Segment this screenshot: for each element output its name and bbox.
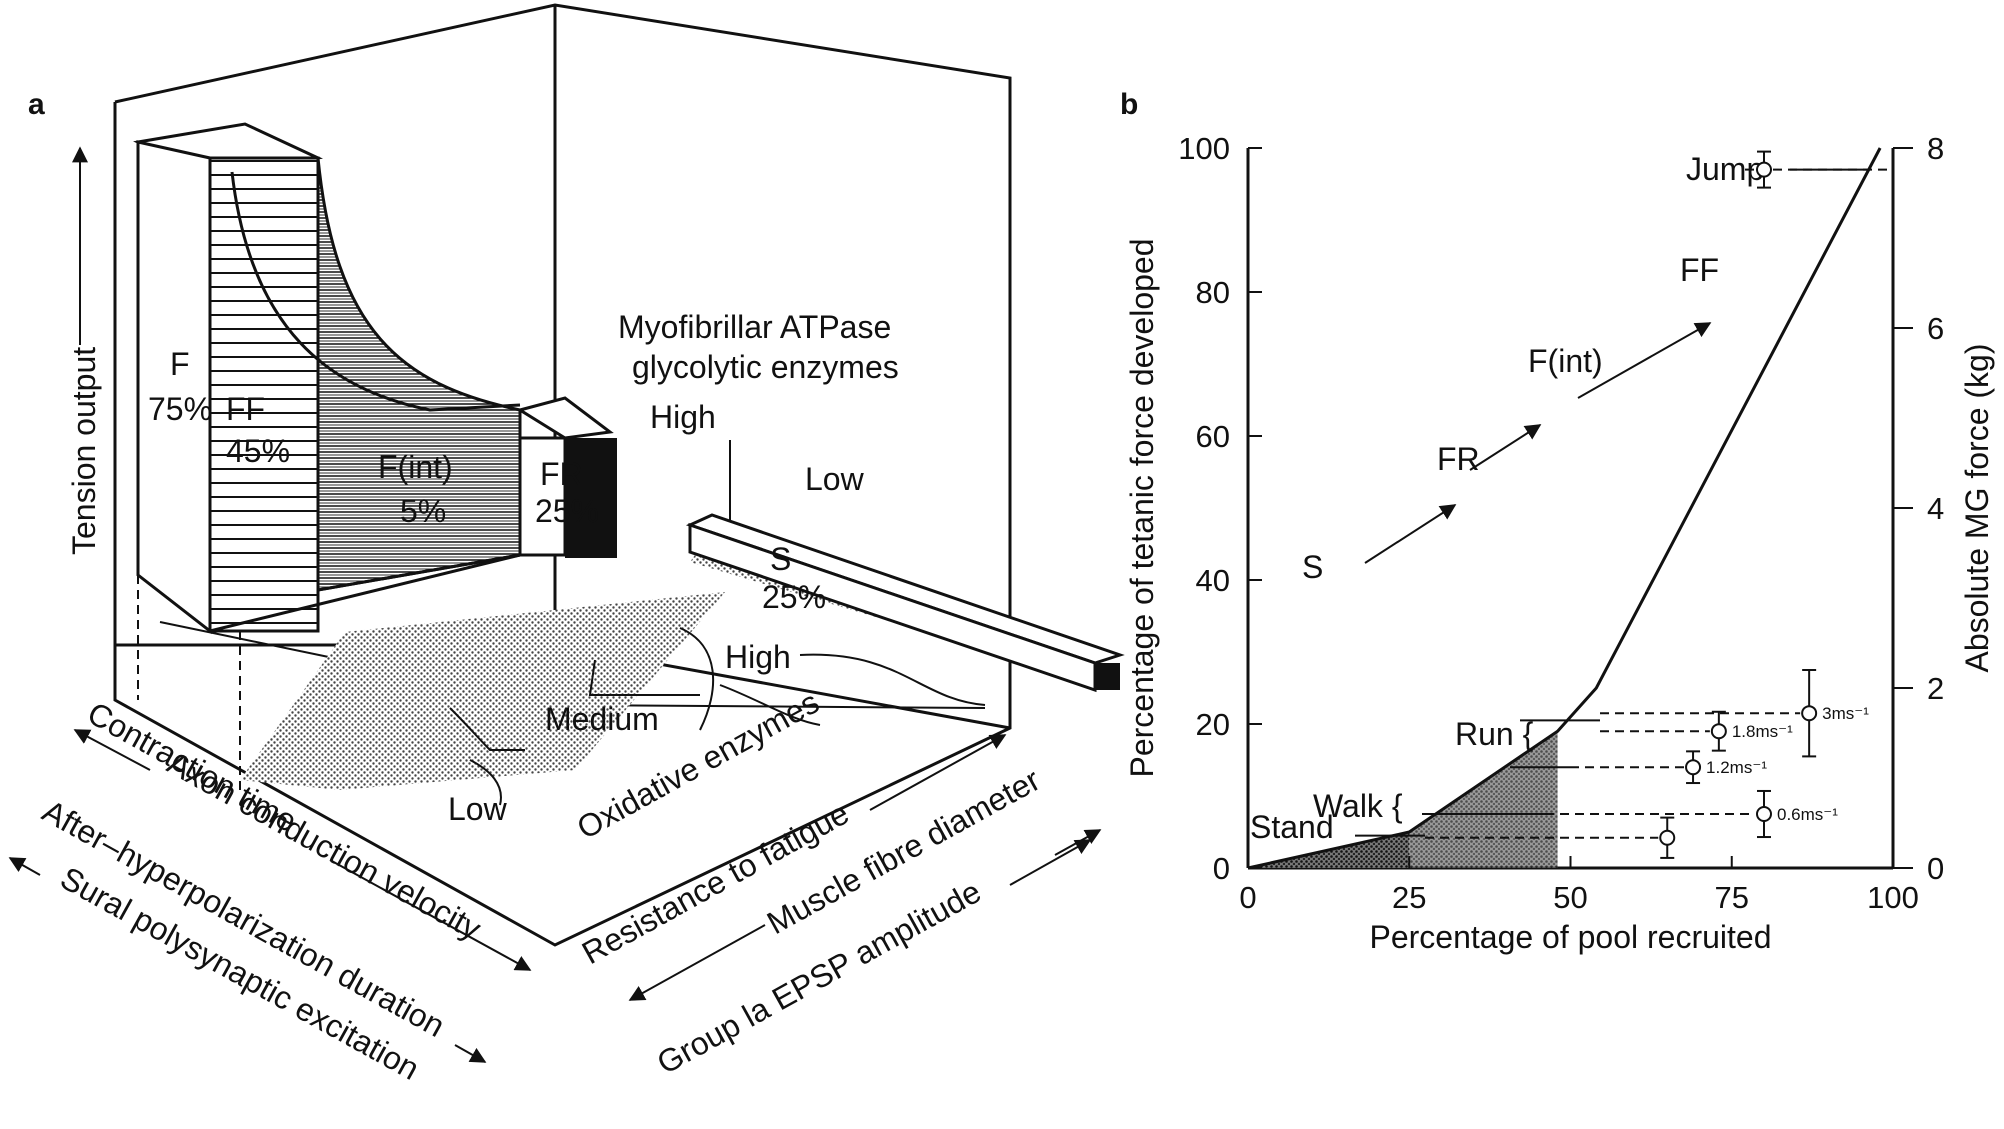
x-tick-label: 75 bbox=[1715, 880, 1749, 915]
label-ff: FF bbox=[226, 391, 265, 427]
atpase-low: Low bbox=[805, 461, 865, 497]
recruitment-arrow-3 bbox=[1577, 322, 1712, 399]
data-point bbox=[1685, 759, 1702, 776]
label-fint-pct: 5% bbox=[400, 493, 446, 529]
oxidative-low: Low bbox=[448, 791, 508, 827]
speed-label: 1.2ms⁻¹ bbox=[1706, 758, 1767, 777]
task-label-walk: Walk { bbox=[1313, 788, 1403, 824]
left-axis-arrow-1 bbox=[329, 859, 532, 971]
atpase-title-line1: Myofibrillar ATPase bbox=[618, 309, 891, 345]
floor-shadow bbox=[240, 592, 725, 790]
label-f-pct: 75% bbox=[148, 391, 212, 427]
recruitment-label-ff: FF bbox=[1680, 252, 1719, 288]
recruitment-label-fint: F(int) bbox=[1528, 343, 1603, 379]
left-axis-ahp-duration: After–hyperpolarization duration bbox=[37, 793, 451, 1044]
recruitment-label-s: S bbox=[1302, 549, 1323, 585]
motor-unit-fr-box bbox=[516, 396, 617, 558]
y2-tick-label: 8 bbox=[1927, 131, 1944, 166]
speed-label: 1.8ms⁻¹ bbox=[1732, 722, 1793, 741]
y-tick-label: 40 bbox=[1196, 563, 1230, 598]
recruitment-curve bbox=[1247, 147, 1882, 870]
right-axis-arrow-3 bbox=[1054, 829, 1102, 856]
y2-tick-label: 6 bbox=[1927, 311, 1944, 346]
x-axis-title: Percentage of pool recruited bbox=[1369, 919, 1771, 955]
recruitment-arrow-2 bbox=[1469, 424, 1542, 471]
data-point bbox=[1756, 806, 1772, 822]
leader-oxidative bbox=[719, 684, 821, 726]
label-fr: FR bbox=[540, 456, 583, 492]
label-s-pct: 25% bbox=[762, 579, 826, 615]
label-f: F bbox=[170, 346, 190, 382]
speed-label: 3ms⁻¹ bbox=[1822, 704, 1869, 723]
x-tick-label: 25 bbox=[1392, 880, 1426, 915]
motor-unit-fint-region bbox=[209, 157, 522, 633]
atpase-title-line2: glycolytic enzymes bbox=[632, 349, 899, 385]
data-point bbox=[1710, 723, 1727, 740]
y-tick-label: 100 bbox=[1178, 131, 1230, 166]
leader-low bbox=[469, 759, 502, 806]
recruitment-arrow-1 bbox=[1364, 504, 1457, 564]
panel-a-label: a bbox=[28, 88, 45, 121]
task-label-stand: Stand bbox=[1250, 809, 1334, 845]
y2-tick-label: 2 bbox=[1927, 671, 1944, 706]
y-tick-label: 60 bbox=[1196, 419, 1230, 454]
recruitment-label-fr: FR bbox=[1437, 441, 1480, 477]
right-axis-arrow-1 bbox=[869, 734, 1007, 811]
leader-medium bbox=[449, 707, 525, 751]
left-axis-arrow-3 bbox=[454, 1044, 487, 1063]
panel-a: a Tension output bbox=[8, 3, 1125, 1087]
shaded-region-fast bbox=[1409, 731, 1558, 868]
tension-output-label: Tension output bbox=[66, 347, 102, 555]
y2-axis-title: Absolute MG force (kg) bbox=[1959, 344, 1995, 673]
y-tick-label: 20 bbox=[1196, 707, 1230, 742]
right-axis-arrow-4 bbox=[1009, 839, 1092, 886]
leader-high-right bbox=[799, 653, 986, 706]
leader-high bbox=[588, 659, 700, 696]
data-point bbox=[1801, 705, 1818, 722]
x-tick-label: 0 bbox=[1239, 880, 1256, 915]
y-tick-label: 80 bbox=[1196, 275, 1230, 310]
y2-tick-label: 0 bbox=[1927, 851, 1944, 886]
speed-label: 0.6ms⁻¹ bbox=[1777, 805, 1838, 824]
label-fr-pct: 25% bbox=[535, 493, 599, 529]
label-fint: F(int) bbox=[378, 449, 453, 485]
x-tick-label: 50 bbox=[1553, 880, 1587, 915]
task-label-run: Run { bbox=[1455, 716, 1534, 752]
label-ff-pct: 45% bbox=[226, 433, 290, 469]
y-tick-label: 0 bbox=[1213, 851, 1230, 886]
motor-unit-s-box bbox=[685, 440, 1125, 693]
oxidative-high: High bbox=[725, 639, 791, 675]
atpase-high: High bbox=[650, 399, 716, 435]
data-point bbox=[1756, 161, 1772, 178]
y2-tick-label: 4 bbox=[1927, 491, 1944, 526]
oxidative-medium: Medium bbox=[545, 701, 659, 737]
left-axis-arrow-4 bbox=[8, 857, 41, 876]
y-axis-title: Percentage of tetanic force developed bbox=[1124, 238, 1160, 777]
label-s: S bbox=[770, 541, 791, 577]
leader-medium-curve bbox=[679, 627, 715, 731]
left-axis-arrow-2 bbox=[73, 729, 151, 771]
x-tick-label: 100 bbox=[1867, 880, 1919, 915]
panel-b-label: b bbox=[1120, 88, 1138, 121]
data-point bbox=[1659, 829, 1676, 846]
right-axis-arrow-2 bbox=[628, 924, 766, 1001]
